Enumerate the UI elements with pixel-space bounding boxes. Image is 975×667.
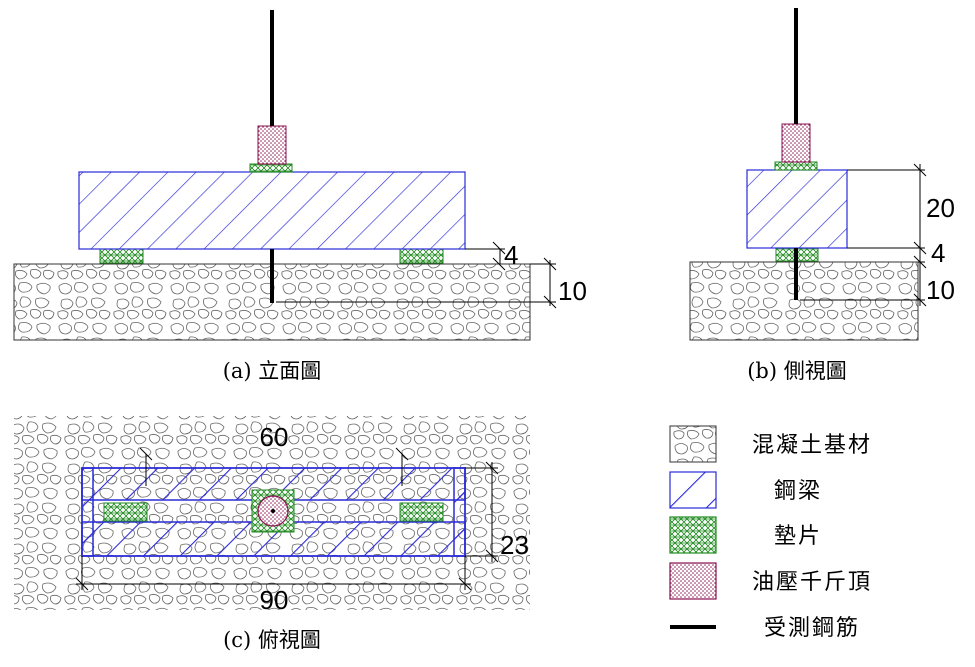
- top-pad-right: [399, 502, 444, 522]
- legend-label-rebar: 受測鋼筋: [764, 616, 860, 641]
- top-pad-span-dimension-label: 60: [260, 422, 289, 452]
- elevation-caption: (a) 立面圖: [223, 359, 322, 383]
- elevation-embed-dimension-label: 10: [558, 276, 587, 306]
- top-rebar: [271, 509, 275, 513]
- elevation-steel-beam: [78, 171, 466, 250]
- legend-label-jack: 油壓千斤頂: [752, 570, 872, 595]
- legend-swatch-steel: [669, 471, 717, 509]
- elevation-pad-right: [399, 248, 444, 264]
- side-top-pad: [774, 161, 818, 171]
- side-view: 20 4 10 (b) 側視圖: [689, 8, 955, 383]
- elevation-hydraulic-jack: [257, 125, 287, 165]
- top-end-plate-left: [81, 467, 94, 557]
- top-pad-span-dimension: 60: [139, 422, 409, 486]
- legend-label-steel: 鋼梁: [774, 479, 822, 504]
- elevation-view: 4 10 (a) 立面圖: [13, 10, 587, 383]
- elevation-embed-dimension: 10: [276, 257, 587, 309]
- side-pad-dimension-label: 4: [931, 238, 945, 268]
- elevation-pad-left: [99, 248, 144, 264]
- top-width-dimension: 23: [465, 461, 529, 563]
- top-width-dimension-label: 23: [500, 530, 529, 560]
- legend-label-pad: 墊片: [774, 524, 822, 549]
- legend: 混凝土基材 鋼梁 墊片 油壓千斤頂 受測鋼筋: [669, 425, 872, 641]
- side-beam-dimension-label: 20: [926, 193, 955, 223]
- elevation-pad-dimension-label: 4: [504, 240, 518, 270]
- legend-swatch-jack: [669, 562, 717, 600]
- top-length-dimension-label: 90: [260, 585, 289, 615]
- top-pad-left: [103, 502, 148, 522]
- top-view: 60 23 90 (c) 俯視圖: [14, 416, 530, 652]
- side-concrete-base: [689, 261, 919, 341]
- side-dimensions: 20 4 10: [800, 163, 955, 307]
- top-caption: (c) 俯視圖: [223, 628, 321, 652]
- top-end-plate-right: [453, 467, 466, 557]
- legend-swatch-pad: [669, 516, 717, 554]
- top-length-dimension: 90: [75, 556, 472, 615]
- elevation-top-pad: [249, 163, 293, 173]
- legend-label-concrete: 混凝土基材: [752, 433, 872, 458]
- side-embed-dimension-label: 10: [926, 275, 955, 305]
- side-hydraulic-jack: [781, 123, 811, 163]
- side-caption: (b) 側視圖: [747, 359, 847, 383]
- side-steel-beam: [746, 169, 848, 249]
- elevation-pad-dimension: 4: [465, 240, 518, 271]
- legend-swatch-concrete: [669, 425, 717, 463]
